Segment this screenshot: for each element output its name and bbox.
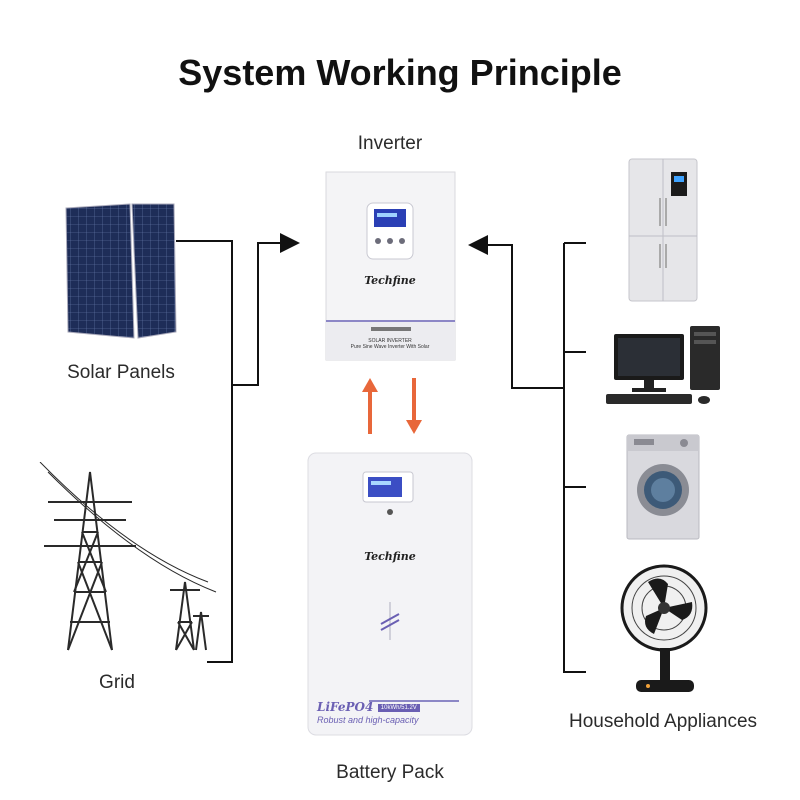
washing-machine-icon [626,434,700,540]
battery-label: Battery Pack [336,762,444,783]
refrigerator-icon [628,158,698,303]
inverter-plate: SOLAR INVERTER Pure Sine Wave Inverter W… [330,338,450,350]
right-feed-wire [468,235,564,389]
desktop-computer-icon [604,324,724,410]
grid-label: Grid [99,672,135,693]
inverter-plate-line2: Pure Sine Wave Inverter With Solar [350,344,430,350]
inverter-brand: Techfine [364,274,416,287]
solar-wire [176,240,233,385]
transmission-tower-icon [38,461,218,652]
left-feed-wire [232,233,300,386]
solar-panel-icon [62,200,178,340]
solar-label: Solar Panels [67,362,175,383]
battery-chem-row: LiFePO4 10kWh/51.2V [317,698,469,714]
right-bus-wire [563,243,586,673]
battery-image [307,452,473,736]
battery-slogan: Robust and high-capacity [317,715,419,725]
inverter-image [325,171,456,361]
inverter-label: Inverter [357,133,423,154]
battery-chem: LiFePO4 [317,700,374,714]
page-title: System Working Principle [178,52,622,93]
discharge-down-arrow [406,378,422,434]
battery-chem-badge: 10kWh/51.2V [377,704,420,712]
battery-brand: Techfine [364,550,416,563]
electric-fan-icon [618,562,714,694]
charge-up-arrow [362,378,378,434]
appliances-label: Household Appliances [568,711,758,732]
grid-wire [207,385,233,663]
inverter-plate-line1: SOLAR INVERTER [368,338,412,344]
